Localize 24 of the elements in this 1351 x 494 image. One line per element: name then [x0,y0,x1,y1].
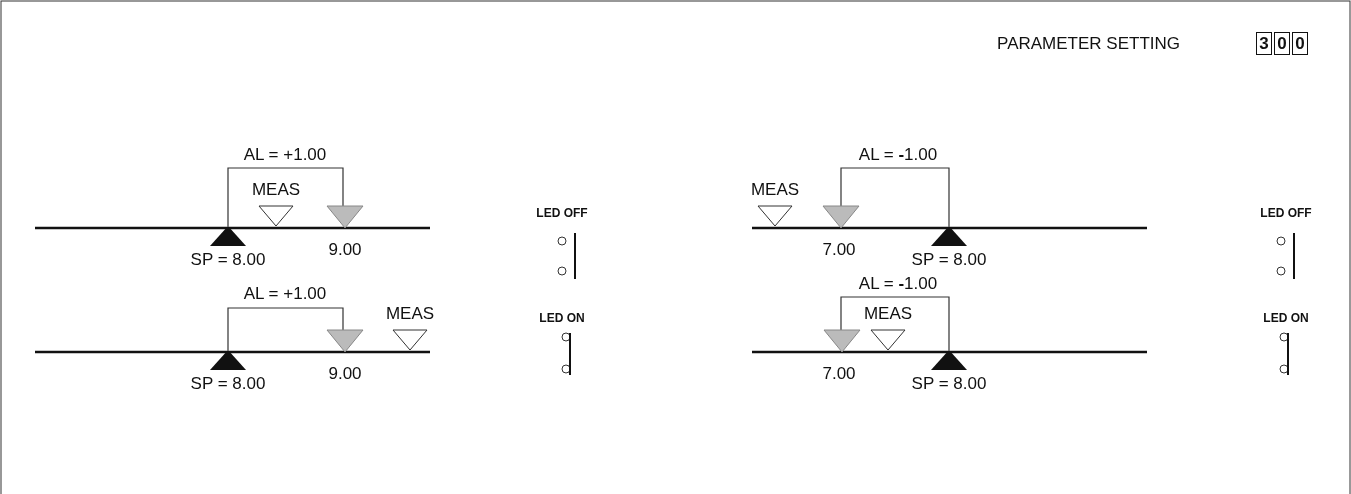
alarm-label: AL = -1.00 [858,145,938,165]
value-label: 9.00 [328,240,362,260]
led-status-label: LED OFF [536,206,588,220]
measurement-label: MEAS [385,304,435,324]
measurement-label: MEAS [863,304,913,324]
value-label: 7.00 [822,364,856,384]
parameter-label: PARAMETER SETTING [997,34,1180,54]
setpoint-label: SP = 8.00 [190,374,266,394]
alarm-label: AL = +1.00 [243,284,327,304]
digit-display: 0 [1292,32,1308,55]
setpoint-label: SP = 8.00 [190,250,266,270]
setpoint-label: SP = 8.00 [911,374,987,394]
led-status-label: LED ON [539,311,585,325]
led-status-label: LED OFF [1260,206,1312,220]
measurement-label: MEAS [750,180,800,200]
digit-display: 3 [1256,32,1272,55]
setpoint-label: SP = 8.00 [911,250,987,270]
value-label: 9.00 [328,364,362,384]
alarm-label: AL = +1.00 [243,145,327,165]
value-label: 7.00 [822,240,856,260]
digit-display: 0 [1274,32,1290,55]
led-status-label: LED ON [1263,311,1309,325]
alarm-label: AL = -1.00 [858,274,938,294]
measurement-label: MEAS [251,180,301,200]
